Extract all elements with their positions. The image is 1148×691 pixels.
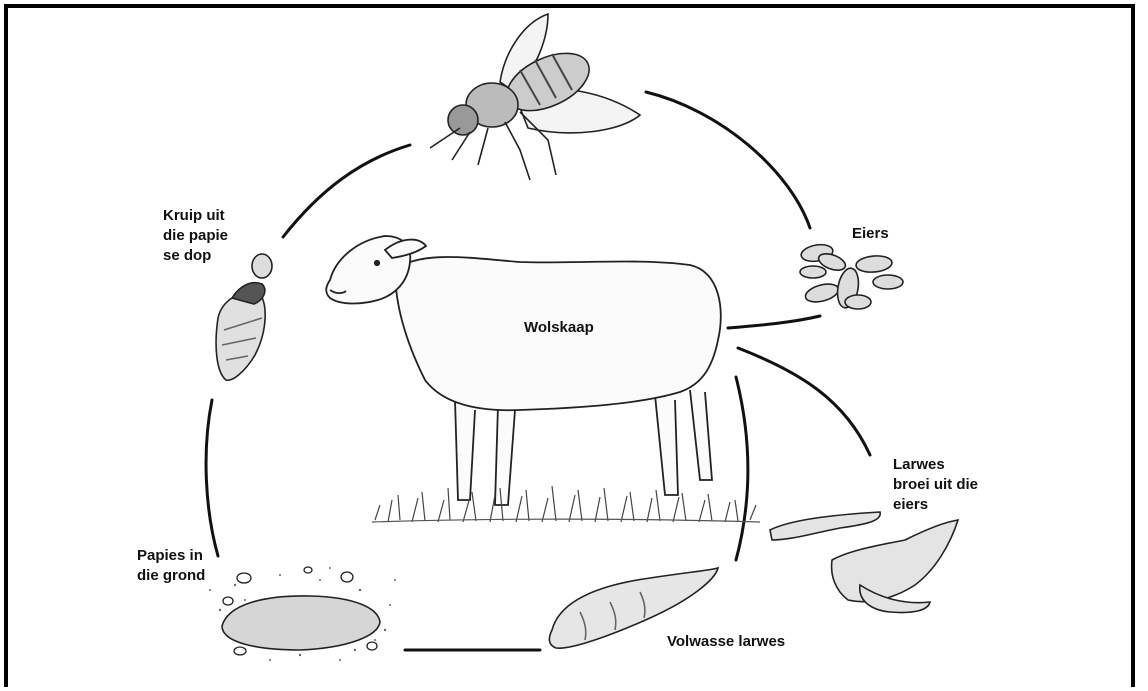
connector-sheep-to-hatching-larvae: [738, 348, 870, 455]
fly-head: [448, 105, 478, 135]
emerging-pupa-illustration: [216, 254, 272, 380]
connector-fly-to-eggs: [646, 92, 810, 228]
sheep-illustration: [326, 236, 721, 505]
pupa-body: [222, 596, 380, 650]
connector-sheep-to-mature-larvae: [736, 377, 748, 560]
label-emerge: Kruip uit die papie se dop: [163, 206, 228, 266]
label-eggs: Eiers: [852, 224, 889, 244]
pupa-in-ground-illustration: [209, 567, 396, 661]
connector-ground-to-pupa: [206, 400, 218, 556]
label-larvae-hatch: Larwes broei uit die eiers: [893, 455, 978, 515]
label-sheep: Wolskaap: [524, 318, 594, 338]
sheep-eye: [375, 261, 379, 265]
eggs-illustration: [800, 242, 903, 309]
grass-illustration: [372, 486, 760, 522]
label-pupae-ground: Papies in die grond: [137, 546, 205, 586]
connector-pupa-to-fly: [283, 145, 410, 237]
fly-illustration: [430, 14, 640, 180]
hatching-larvae-illustration: [770, 512, 958, 613]
label-mature-larvae: Volwasse larwes: [667, 632, 785, 652]
connector-sheep-to-eggs: [728, 316, 820, 328]
